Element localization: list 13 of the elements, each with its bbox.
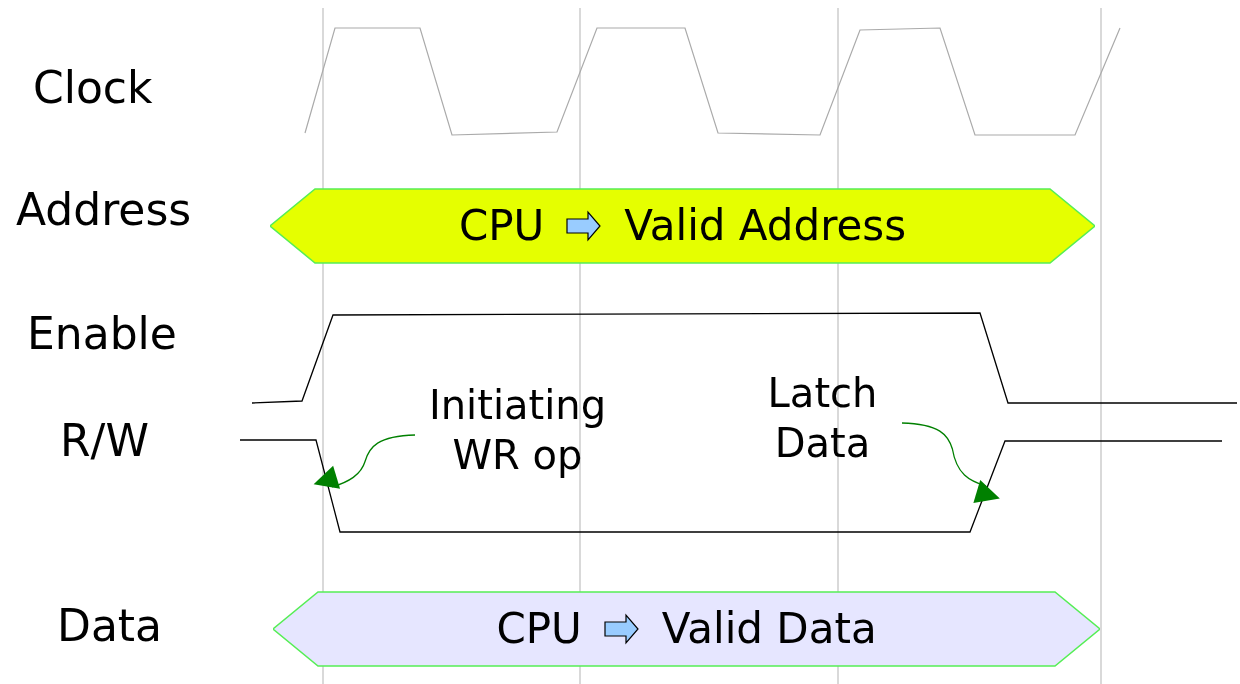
signal-name: R/W xyxy=(60,419,149,463)
annotation-text: Latch Data xyxy=(745,368,900,468)
leader-line xyxy=(313,434,416,489)
signal-name: Clock xyxy=(33,66,153,110)
signal-name: Address xyxy=(16,188,192,232)
signal-name: Enable xyxy=(27,312,177,356)
bus-label: CPU xyxy=(458,205,545,247)
bus-label: Valid Address xyxy=(624,205,907,247)
bus-label: Valid Data xyxy=(661,608,877,650)
annotation-text: Initiating WR op xyxy=(405,380,630,480)
bus-label: CPU xyxy=(496,608,582,650)
signal-name: Data xyxy=(57,604,163,648)
leader-line xyxy=(901,422,1000,503)
